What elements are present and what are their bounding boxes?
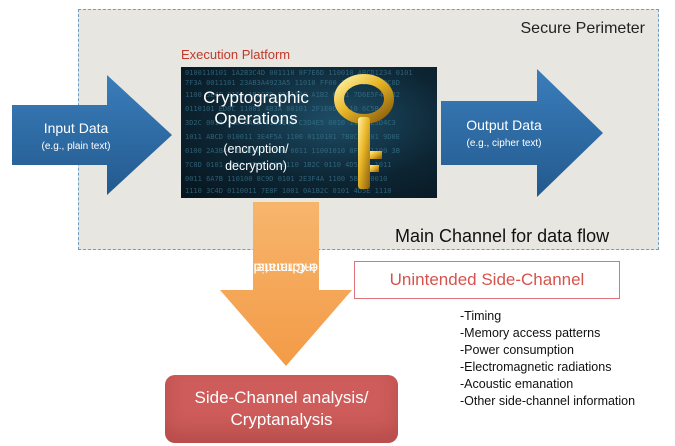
side-channel-arrow	[220, 202, 352, 366]
list-item: -Acoustic emanation	[460, 377, 574, 391]
input-data-example: (e.g., plain text)	[41, 141, 111, 152]
crypto-operations-subtitle: (encryption/ decryption)	[181, 141, 331, 175]
unintended-side-channel-box: Unintended Side-Channel	[354, 261, 620, 299]
cryptographic-operations-box: 0100110101 1A2B3C4D 001110 8F7E6D 110010…	[181, 67, 437, 198]
analysis-line1: Side-Channel analysis/	[194, 388, 369, 407]
list-item: -Memory access patterns	[460, 326, 601, 340]
main-channel-label: Main Channel for data flow	[395, 226, 610, 246]
crypto-sub-line1: (encryption/	[223, 142, 289, 156]
crypto-title-line1: Cryptographic	[203, 88, 309, 107]
input-data-label: Input Data	[43, 120, 109, 136]
execution-platform-label: Execution Platform	[181, 47, 291, 62]
side-channel-types-list: -Timing -Memory access patterns -Power c…	[460, 308, 635, 410]
output-data-example: (e.g., cipher text)	[466, 138, 542, 149]
output-data-label: Output Data	[466, 117, 542, 133]
crypto-sub-line2: decryption)	[225, 159, 287, 173]
side-channel-line2: Information	[245, 260, 316, 277]
list-item: -Other side-channel information	[460, 394, 636, 408]
input-arrow	[12, 75, 172, 195]
side-channel-analysis-box: Side-Channel analysis/ Cryptanalysis	[165, 375, 398, 443]
side-channel-information-label: Side-Channel Information	[245, 218, 337, 318]
golden-key-image	[334, 74, 394, 189]
list-item: -Power consumption	[460, 343, 574, 357]
list-item: -Electromagnetic radiations	[460, 360, 612, 374]
crypto-title-line2: Operations	[214, 109, 298, 128]
crypto-operations-title: Cryptographic Operations	[181, 87, 331, 129]
secure-perimeter-label: Secure Perimeter	[520, 20, 646, 37]
analysis-line2: Cryptanalysis	[230, 410, 333, 429]
list-item: -Timing	[460, 309, 502, 323]
output-arrow	[441, 69, 603, 197]
